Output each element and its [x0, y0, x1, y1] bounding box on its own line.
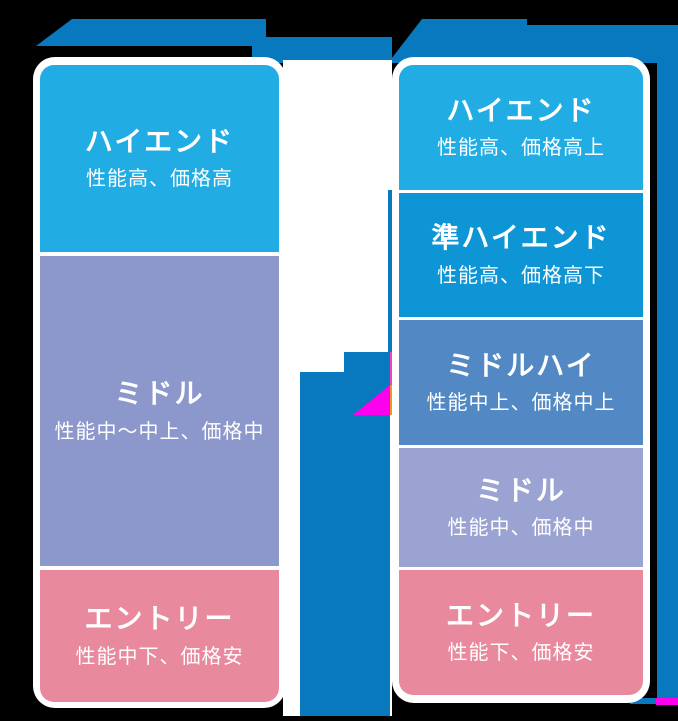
grade-section-middle: ミドル 性能中、価格中 [399, 448, 643, 567]
orange-strip-fragment [388, 385, 392, 415]
grade-title: ミドル [114, 378, 205, 410]
bottom-blue-strip-fragment [630, 698, 656, 704]
blue-line-fragment [388, 190, 393, 352]
top-banner-right-fragment [388, 19, 678, 63]
top-banner-left-fragment [36, 19, 255, 46]
grade-title: ハイエンド [84, 125, 235, 157]
grade-subtitle: 性能下、価格安 [447, 642, 595, 665]
grade-subtitle: 性能中〜中上、価格中 [54, 420, 265, 443]
grade-title: エントリー [84, 603, 235, 635]
right-grade-panel: ハイエンド 性能高、価格高上 準ハイエンド 性能高、価格高下 ミドルハイ 性能中… [392, 57, 650, 703]
grade-subtitle: 性能高、価格高下 [437, 264, 605, 287]
grade-section-middle-high: ミドルハイ 性能中上、価格中上 [399, 320, 643, 445]
grade-subtitle: 性能中下、価格安 [75, 645, 244, 668]
grade-title: ハイエンド [446, 94, 596, 126]
right-edge-bar-fragment [657, 25, 678, 698]
grade-subtitle: 性能中上、価格中上 [426, 392, 616, 415]
grade-section-highend: ハイエンド 性能高、価格高上 [399, 65, 643, 190]
grade-title: ミドルハイ [446, 349, 596, 381]
grade-section-entry: エントリー 性能中下、価格安 [40, 570, 279, 702]
grade-title: ミドル [475, 474, 566, 506]
grade-section-middle: ミドル 性能中〜中上、価格中 [40, 256, 279, 566]
grade-section-semi-highend: 準ハイエンド 性能高、価格高下 [399, 193, 643, 317]
left-grade-panel: ハイエンド 性能高、価格高 ミドル 性能中〜中上、価格中 エントリー 性能中下、… [33, 57, 286, 708]
grade-title: 準ハイエンド [431, 222, 611, 254]
grade-subtitle: 性能中、価格中 [447, 517, 595, 540]
grade-subtitle: 性能高、価格高上 [437, 137, 605, 160]
pink-strip-fragment [388, 352, 393, 385]
grade-section-entry: エントリー 性能下、価格安 [399, 570, 643, 695]
grade-subtitle: 性能高、価格高 [86, 168, 233, 191]
grade-title: エントリー [445, 599, 596, 631]
grade-section-highend: ハイエンド 性能高、価格高 [40, 65, 279, 252]
bottom-magenta-strip-fragment [656, 698, 678, 705]
